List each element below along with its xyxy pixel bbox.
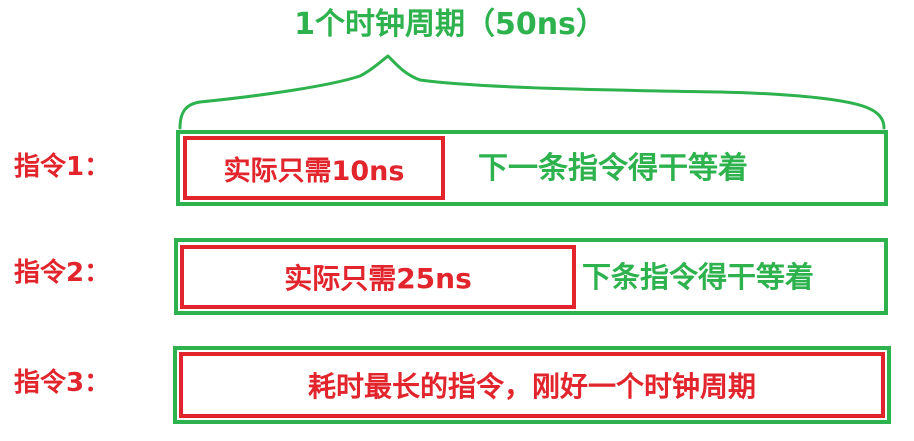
instruction-1-exec-box: 实际只需10ns [183, 136, 445, 200]
instruction-2-label: 指令2： [14, 258, 111, 288]
instruction-3-exec-box: 耗时最长的指令，刚好一个时钟周期 [179, 352, 885, 418]
instruction-3-label: 指令3： [14, 368, 111, 398]
instruction-2-exec-box: 实际只需25ns [180, 245, 576, 309]
instruction-2-wait-text: 下条指令得干等着 [582, 260, 815, 294]
instruction-1-wait-text: 下一条指令得干等着 [478, 151, 748, 186]
clock-cycle-title: 1个时钟周期（50ns） [294, 7, 606, 42]
instruction-1-label: 指令1： [14, 152, 111, 182]
